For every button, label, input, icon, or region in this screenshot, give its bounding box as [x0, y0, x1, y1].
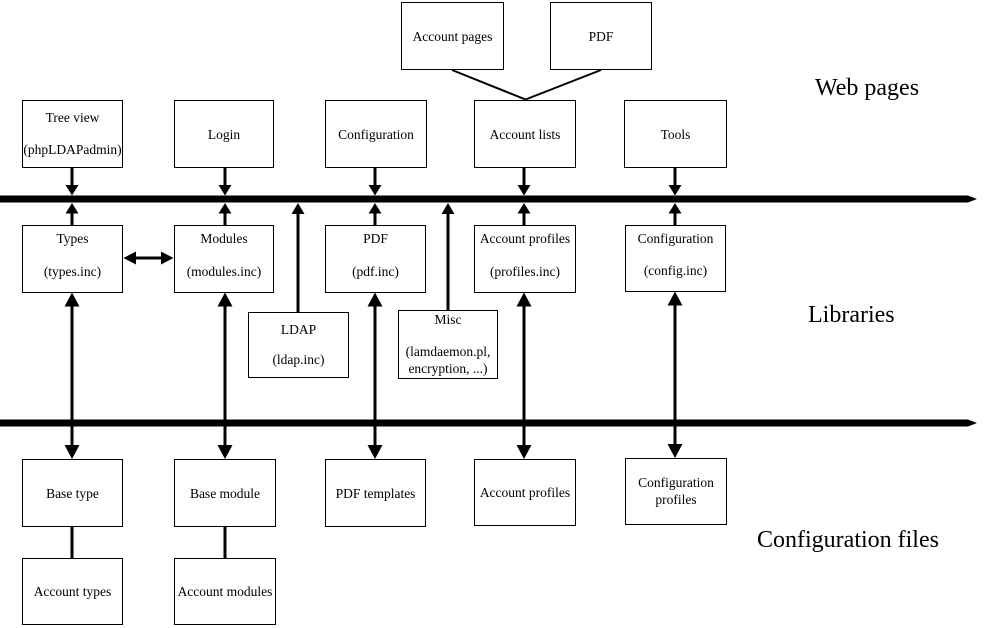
box-label: Configuration [638, 475, 714, 490]
bus-line-web-libraries [0, 195, 977, 203]
box-label: LDAP [280, 322, 317, 337]
layer-label-web-pages: Web pages [815, 75, 920, 101]
box-sublabel: (pdf.inc) [352, 264, 399, 279]
box-label: Account lists [489, 126, 561, 142]
box-account-types: Account types [22, 558, 123, 625]
box-label: Configuration [637, 231, 714, 246]
box-pdf-templates: PDF templates [325, 459, 426, 527]
box-ldap-lib: LDAP (ldap.inc) [248, 312, 349, 378]
diagonal-connectors [451, 69, 602, 101]
box-account-profiles-lib: Account profiles (profiles.inc) [474, 225, 576, 293]
box-pdf-lib: PDF (pdf.inc) [325, 225, 426, 293]
box-label: Types [56, 231, 89, 246]
box-label: PDF [363, 231, 388, 246]
box-label: Base module [189, 485, 261, 501]
box-label: Account profiles [479, 231, 571, 246]
connector-column-tools-configlib [667, 168, 683, 458]
box-account-pages: Account pages [401, 2, 504, 70]
box-label: Modules [200, 231, 248, 246]
box-configuration-profiles: Configuration profiles [625, 458, 727, 525]
layer-label-configuration-files: Configuration files [757, 527, 939, 553]
connector-ldap-bus [291, 203, 305, 313]
box-label: Login [207, 126, 241, 142]
bus-line-libraries-config [0, 419, 977, 427]
box-sublabel: (modules.inc) [186, 264, 262, 279]
box-tree-view: Tree view (phpLDAPadmin) [22, 100, 123, 168]
box-sublabel: (types.inc) [43, 264, 102, 279]
box-modules-lib: Modules (modules.inc) [174, 225, 274, 293]
box-sublabel-line: (lamdaemon.pl, [405, 344, 491, 359]
box-misc-lib: Misc (lamdaemon.pl, encryption, ...) [398, 310, 498, 379]
box-label: Account types [33, 584, 112, 599]
connector-column-configuration-pdf [367, 168, 383, 459]
box-account-profiles-config: Account profiles [474, 459, 576, 526]
box-label: Account modules [177, 584, 273, 599]
box-sublabel: (profiles.inc) [489, 264, 561, 279]
box-sublabel: (config.inc) [643, 263, 708, 278]
box-base-type: Base type [22, 459, 123, 527]
box-types-lib: Types (types.inc) [22, 225, 123, 293]
box-label: Account pages [412, 28, 493, 44]
box-label: PDF [588, 28, 614, 44]
connector-column-accountlists-profiles [516, 168, 532, 459]
box-label: Misc [434, 312, 462, 327]
box-label: PDF templates [335, 485, 416, 501]
box-label: Tree view [45, 110, 100, 125]
box-label: Configuration [338, 126, 414, 142]
connector-types-modules [123, 251, 174, 265]
box-sublabel-line: encryption, ...) [408, 360, 488, 376]
box-sublabel: profiles [655, 491, 697, 507]
box-account-lists: Account lists [474, 100, 576, 168]
box-tools: Tools [624, 100, 727, 168]
box-pdf-page: PDF [550, 2, 652, 70]
box-sublabel: (lamdaemon.pl, encryption, ...) [406, 344, 491, 377]
box-label: Account profiles [479, 485, 571, 500]
box-sublabel: (phpLDAPadmin) [23, 142, 122, 157]
box-label: Base type [46, 485, 99, 501]
box-label: Tools [660, 126, 691, 142]
box-login: Login [174, 100, 274, 168]
connector-column-login-modules [217, 168, 233, 559]
connector-column-treeview-types [64, 168, 80, 559]
connector-misc-bus [441, 203, 455, 311]
box-base-module: Base module [174, 459, 276, 527]
layer-label-libraries: Libraries [808, 302, 895, 328]
box-configuration-page: Configuration [325, 100, 427, 168]
box-sublabel: (ldap.inc) [272, 352, 325, 367]
box-configuration-lib: Configuration (config.inc) [625, 225, 726, 292]
box-account-modules: Account modules [174, 558, 276, 625]
